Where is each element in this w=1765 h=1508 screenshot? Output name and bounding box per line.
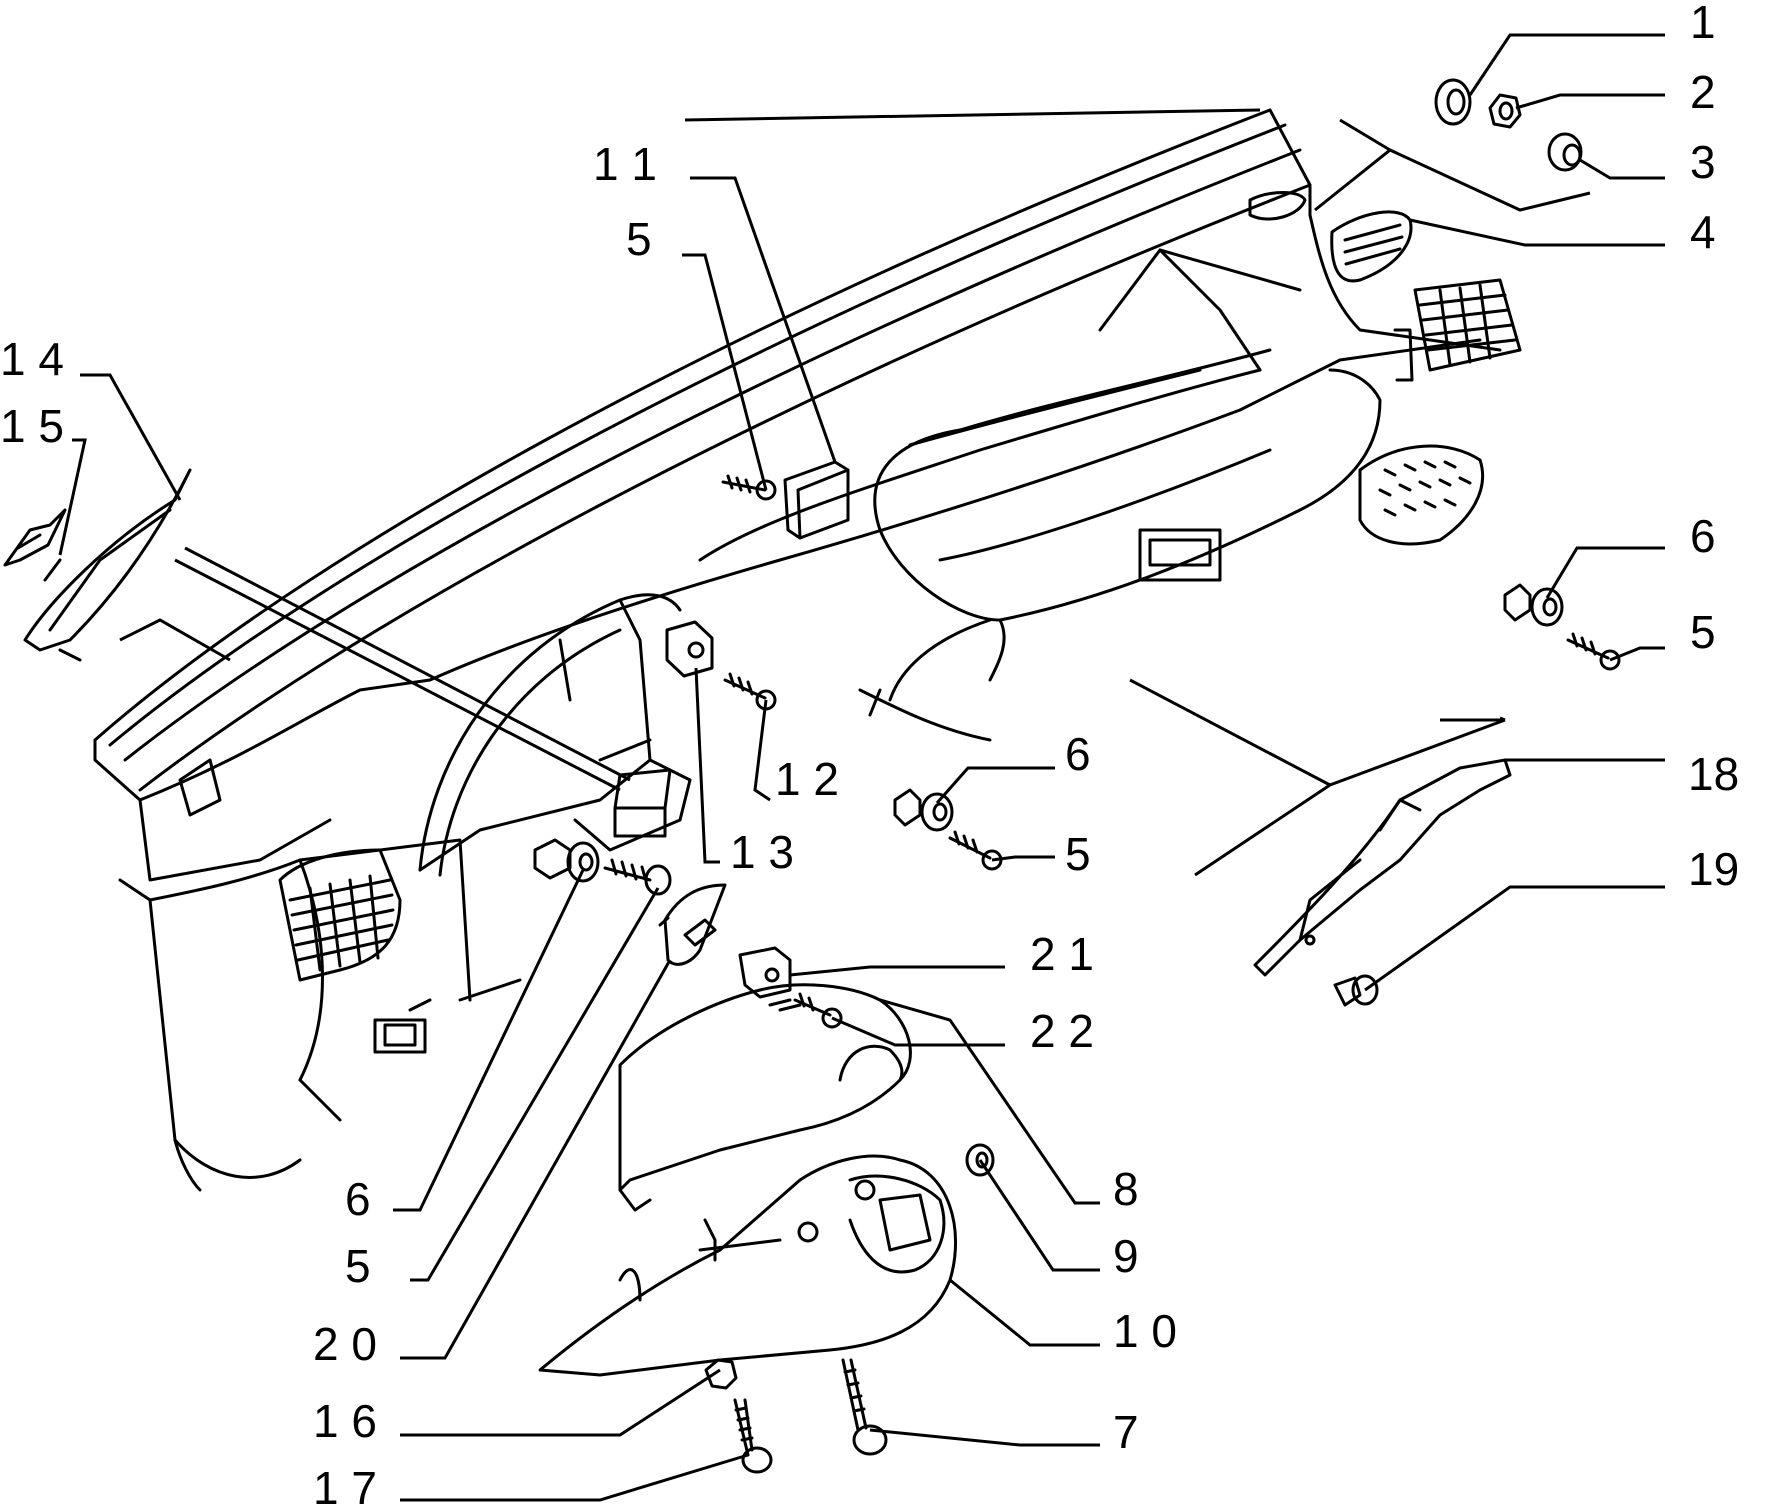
part-12-screw (723, 672, 777, 711)
part-13-clip (665, 620, 714, 678)
upper-glovebox-shelf (698, 248, 1302, 562)
part-11-cover-cap (783, 460, 850, 540)
label-part-4: 4 (1690, 206, 1716, 258)
part-5-screw-right (1566, 632, 1621, 671)
part-10-lower-column-shroud (538, 1154, 958, 1377)
part-17-bolt (733, 1398, 773, 1474)
label-part-11: 1 1 (593, 138, 657, 190)
part-9-washer (965, 1143, 995, 1177)
part-6-clip-mid (893, 788, 954, 832)
label-part-13: 1 3 (730, 826, 794, 878)
label-part-1: 1 (1690, 0, 1716, 48)
part-6-clip-low (533, 838, 600, 883)
part-20-switch-panel (658, 883, 727, 966)
label-part-17: 1 7 (313, 1462, 377, 1508)
part-19-push-clip (1333, 974, 1379, 1007)
label-part-5-low: 5 (345, 1240, 371, 1292)
label-part-12: 1 2 (775, 753, 839, 805)
part-15-trim-piece (3, 508, 67, 567)
label-part-15: 1 5 (0, 400, 64, 452)
part-14-side-panel (23, 468, 192, 662)
part-3-clip (1547, 132, 1583, 172)
label-part-19: 19 (1688, 843, 1739, 895)
label-part-20: 2 0 (313, 1318, 377, 1370)
part-16-nut (704, 1358, 738, 1390)
label-part-14: 1 4 (0, 333, 64, 385)
label-part-2: 2 (1690, 66, 1716, 118)
dashboard-top-slot (1248, 191, 1307, 221)
part-4-speaker-grille (1330, 210, 1413, 283)
label-part-10: 1 0 (1113, 1305, 1177, 1357)
label-part-5-top: 5 (626, 213, 652, 265)
label-part-21: 2 1 (1030, 928, 1094, 980)
right-side-speaker-grille (1358, 444, 1485, 546)
part-7-bolt (841, 1358, 888, 1456)
label-part-3: 3 (1690, 136, 1716, 188)
label-part-5-right: 5 (1690, 606, 1716, 658)
label-part-6-low: 6 (345, 1173, 371, 1225)
part-2-nut (1488, 93, 1522, 129)
label-part-8: 8 (1113, 1163, 1139, 1215)
part-22-screw (793, 992, 843, 1029)
part-18-trim-strip (1253, 758, 1512, 977)
label-part-16: 1 6 (313, 1395, 377, 1447)
label-part-7: 7 (1113, 1406, 1139, 1458)
left-air-vent (178, 758, 402, 982)
part-5-screw-mid (948, 830, 1003, 871)
part-1-grommet (1434, 78, 1472, 126)
label-part-9: 9 (1113, 1230, 1139, 1282)
leader-lines (58, 33, 1665, 1502)
label-part-5-mid: 5 (1065, 828, 1091, 880)
dashboard-top-edge (93, 108, 1312, 802)
part-6-clip-right (1503, 583, 1564, 627)
label-part-6-mid: 6 (1065, 728, 1091, 780)
part-5-screw-top (721, 474, 777, 501)
right-air-vent (1393, 278, 1522, 382)
part-5-screw-low (603, 858, 672, 896)
label-part-6-right: 6 (1690, 510, 1716, 562)
part-21-clip (738, 946, 792, 999)
lower-left-switch (373, 998, 432, 1054)
label-part-18: 18 (1688, 748, 1739, 800)
glovebox-door (858, 368, 1382, 742)
instrument-cluster-hood (418, 593, 692, 877)
label-part-22: 2 2 (1030, 1005, 1094, 1057)
